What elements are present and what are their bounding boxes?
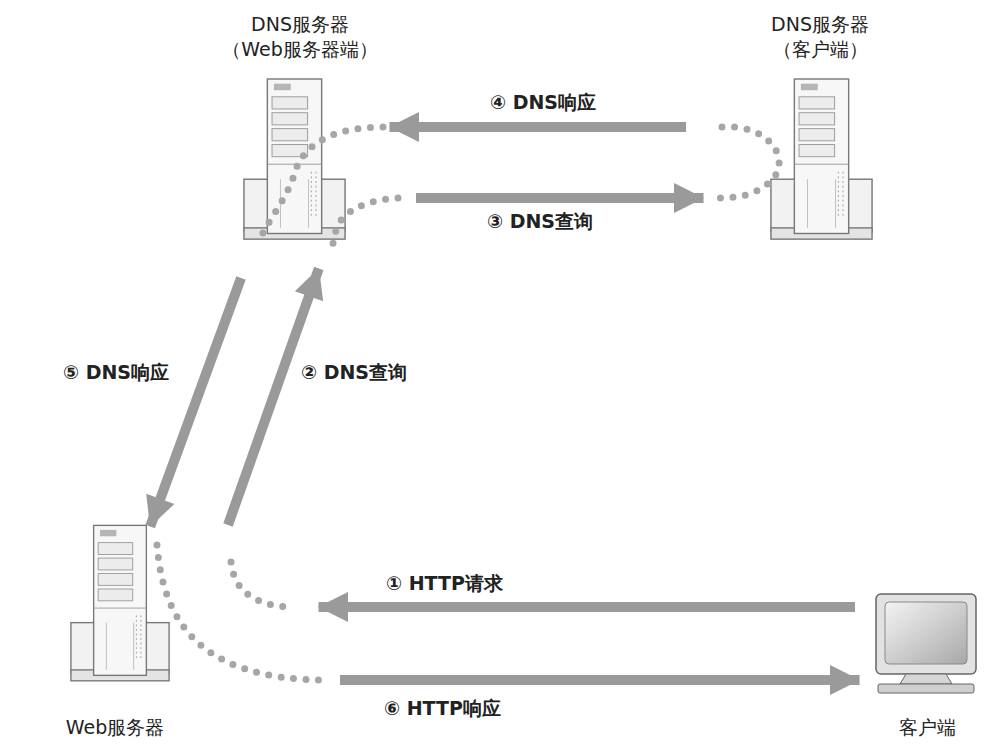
arrow-head [146,494,174,527]
arrow-head [318,592,348,622]
monitor-icon [876,594,976,693]
message-arrow [319,602,856,612]
message-arrow [228,268,319,525]
dotted-trail [720,127,779,198]
message-label: ① HTTP请求 [383,572,506,596]
node-label: DNS服务器 （Web服务器端） [196,12,404,61]
message-arrow [416,193,704,203]
message-arrow [390,122,687,132]
message-arrow [150,278,241,527]
node-label: DNS服务器 （客户端） [726,12,914,61]
message-label: ③ DNS查询 [484,210,596,234]
message-arrow [340,675,860,685]
arrow-head [389,112,419,142]
arrow-head [830,665,860,695]
server-icon [71,525,169,680]
node-label: Web服务器 [66,715,164,740]
server-node: Web服务器 [40,510,190,740]
message-label: ⑤ DNS响应 [60,361,172,385]
dotted-trail [332,198,398,248]
message-label: ② DNS查询 [298,361,410,385]
server-node: DNS服务器 （Web服务器端） [196,12,404,248]
dotted-trail [157,545,326,680]
arrow-head [674,183,704,213]
server-icon [244,79,345,239]
arrow-head [295,268,323,301]
dotted-trail [157,127,779,680]
dotted-trail [258,127,383,244]
message-label: ⑥ HTTP响应 [381,697,504,721]
node-label: 客户端 [899,715,956,740]
server-node: DNS服务器 （客户端） [726,12,914,248]
dotted-trail [231,562,292,607]
message-label: ④ DNS响应 [487,91,599,115]
server-icon [771,79,872,239]
server-node: 客户端 [862,590,992,740]
